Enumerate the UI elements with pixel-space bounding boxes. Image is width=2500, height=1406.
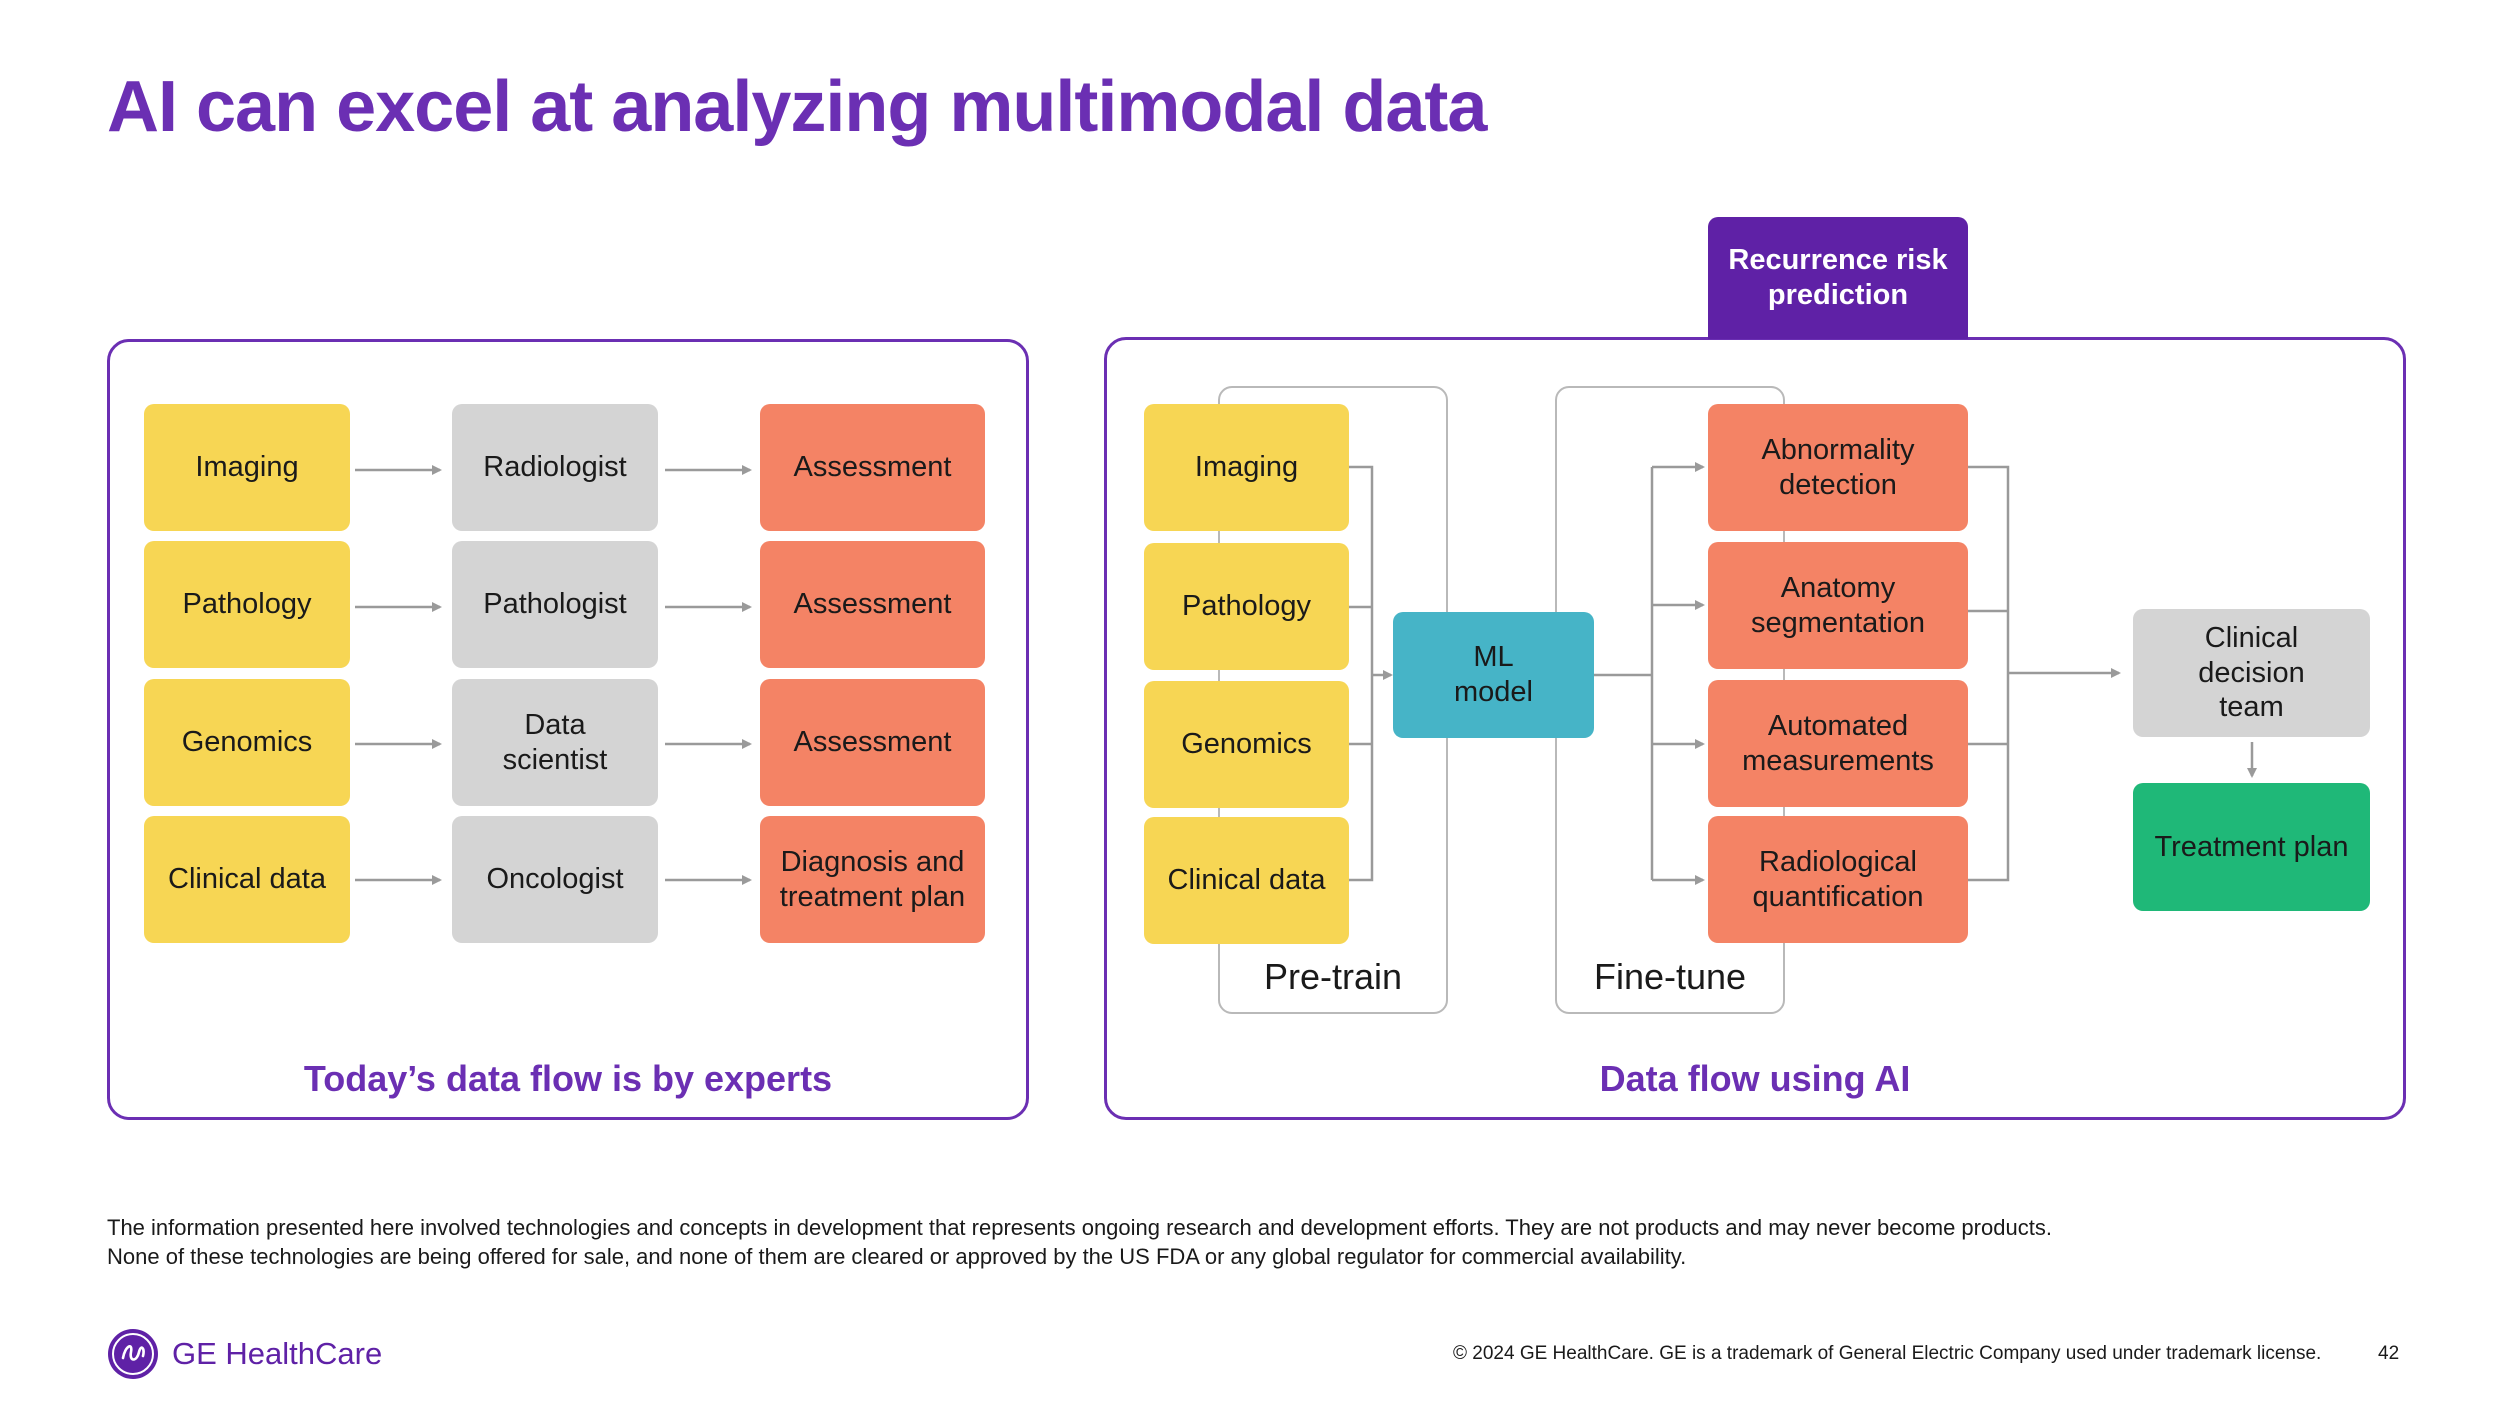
expert-data-scientist: Data scientist <box>452 679 658 806</box>
pretrain-label: Pre-train <box>1255 956 1411 998</box>
task-radiological-quantification: Radiological quantification <box>1708 816 1968 943</box>
disclaimer: The information presented here involved … <box>107 1214 2052 1271</box>
treatment-plan-box: Treatment plan <box>2133 783 2370 911</box>
ge-logo-icon <box>107 1328 159 1380</box>
expert-radiologist: Radiologist <box>452 404 658 531</box>
copyright-notice: © 2024 GE HealthCare. GE is a trademark … <box>1453 1343 2322 1364</box>
right-input-pathology: Pathology <box>1144 543 1349 670</box>
task-anatomy-segmentation: Anatomy segmentation <box>1708 542 1968 669</box>
expert-pathologist: Pathologist <box>452 541 658 668</box>
finetune-label: Fine-tune <box>1585 956 1755 998</box>
left-input-clinical-data: Clinical data <box>144 816 350 943</box>
disclaimer-line-2: None of these technologies are being off… <box>107 1243 1687 1269</box>
right-input-genomics: Genomics <box>1144 681 1349 808</box>
right-input-clinical-data: Clinical data <box>1144 817 1349 944</box>
left-input-genomics: Genomics <box>144 679 350 806</box>
right-input-imaging: Imaging <box>1144 404 1349 531</box>
right-panel-caption: Data flow using AI <box>1599 1058 1911 1099</box>
output-assessment-1: Assessment <box>760 404 985 531</box>
output-diagnosis-plan: Diagnosis and treatment plan <box>760 816 985 943</box>
output-assessment-3: Assessment <box>760 679 985 806</box>
left-input-pathology: Pathology <box>144 541 350 668</box>
page-title: AI can excel at analyzing multimodal dat… <box>107 67 1487 147</box>
left-input-imaging: Imaging <box>144 404 350 531</box>
left-panel-caption: Today’s data flow is by experts <box>303 1058 833 1099</box>
brand-name: GE HealthCare <box>172 1336 383 1371</box>
expert-oncologist: Oncologist <box>452 816 658 943</box>
task-automated-measurements: Automated measurements <box>1708 680 1968 807</box>
disclaimer-line-1: The information presented here involved … <box>107 1215 2052 1240</box>
ml-model-box: ML model <box>1393 612 1594 738</box>
recurrence-risk-box: Recurrence risk prediction <box>1708 217 1968 339</box>
clinical-decision-team: Clinical decision team <box>2133 609 2370 737</box>
output-assessment-2: Assessment <box>760 541 985 668</box>
task-abnormality-detection: Abnormality detection <box>1708 404 1968 531</box>
page-number: 42 <box>2378 1343 2400 1364</box>
